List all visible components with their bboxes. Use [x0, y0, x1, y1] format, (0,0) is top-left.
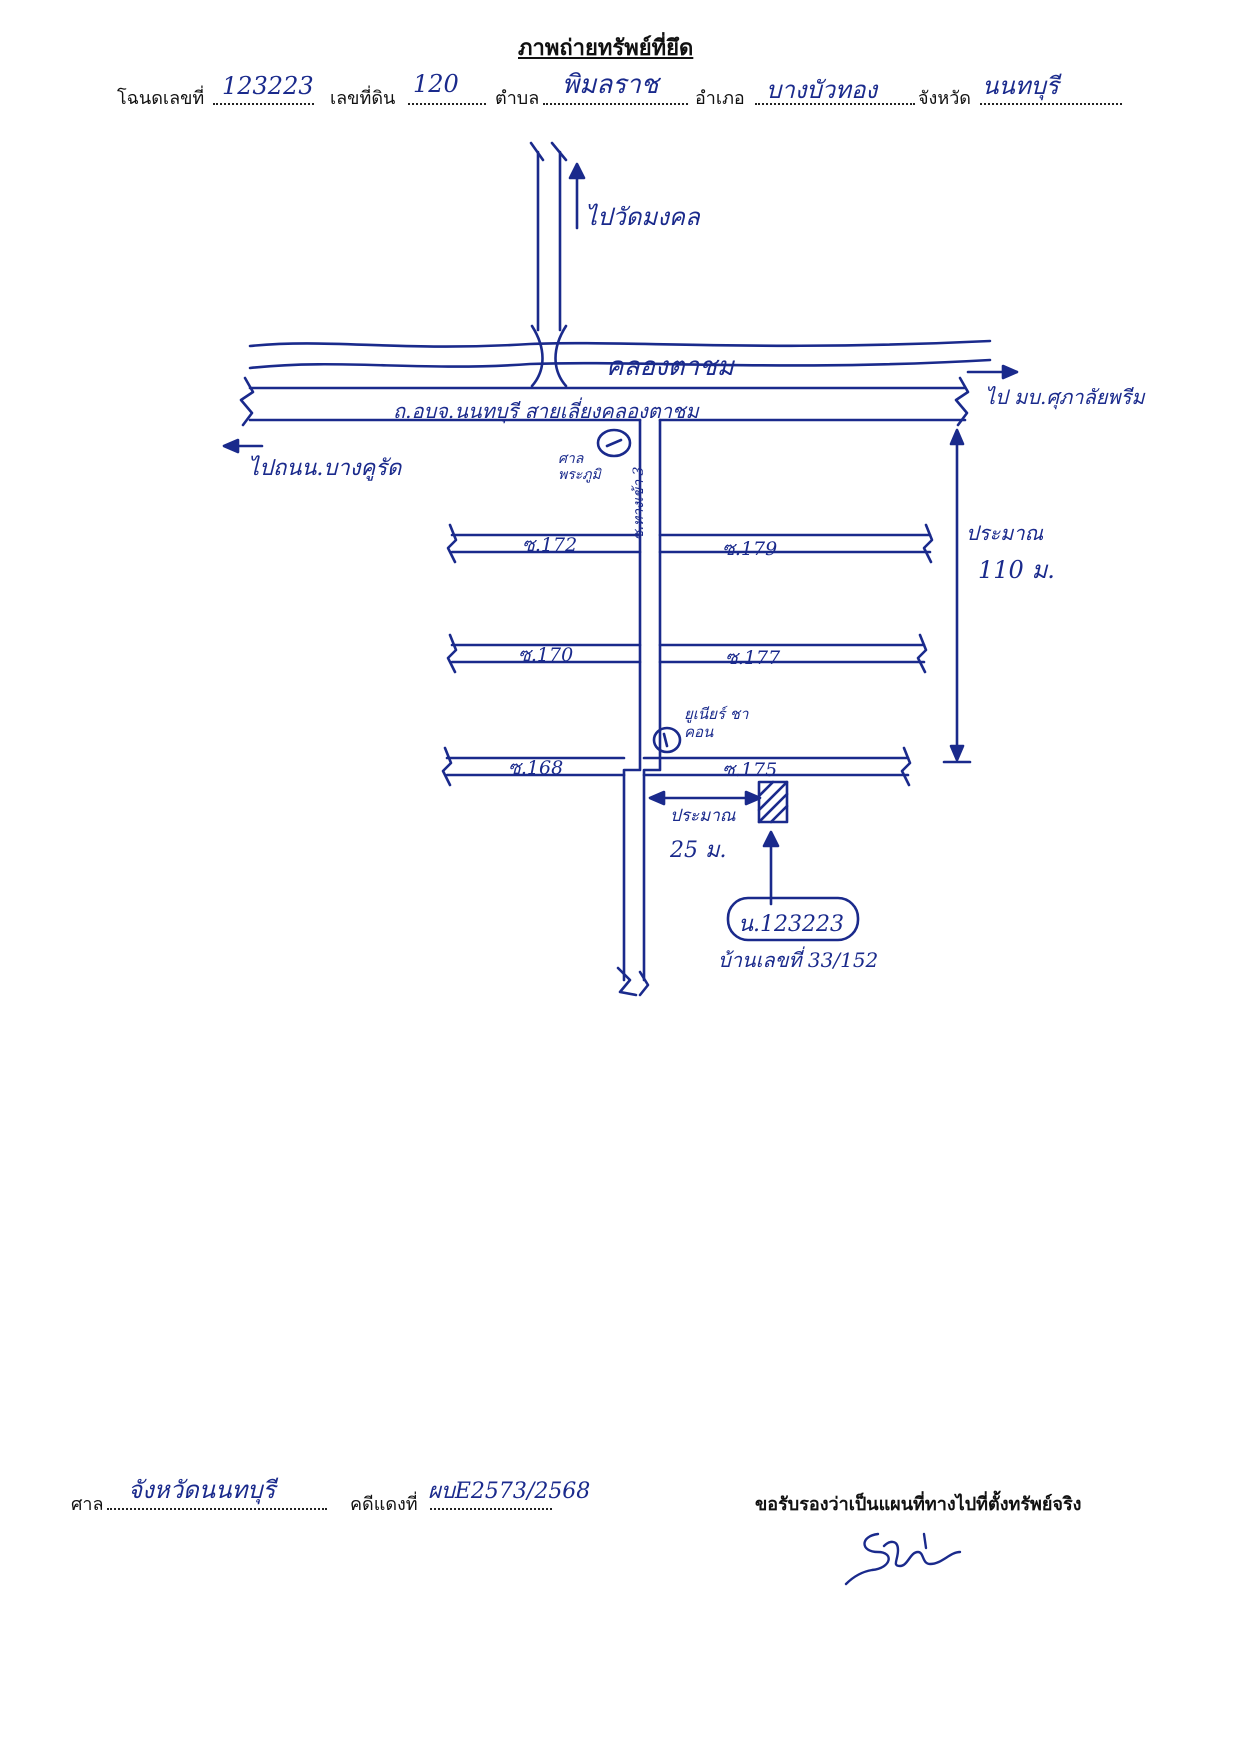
province-value: นนทบุรี	[982, 72, 1059, 100]
distance-long-label: ประมาณ	[966, 521, 1044, 545]
land-no-value: 120	[413, 70, 459, 98]
distance-long-value: 110 ม.	[978, 556, 1055, 584]
to-right-label: ไป มบ.ศุภาลัยพรีม	[985, 385, 1145, 409]
canal	[248, 324, 992, 388]
cross-soi-172-179	[446, 523, 934, 564]
soi-168-label: ซ.168	[508, 757, 564, 779]
deed-no-value: 123223	[222, 72, 314, 100]
subdistrict-label: ตำบล	[495, 88, 540, 109]
document-title: ภาพถ่ายทรัพย์ที่ยึด	[518, 36, 694, 61]
canal-label: คลองตาชม	[606, 352, 734, 382]
soi-entry-road	[616, 418, 662, 997]
plot-label-oval	[726, 896, 860, 942]
cross-soi-168-175	[441, 746, 912, 787]
route-map	[222, 141, 1019, 997]
land-no-dots	[408, 103, 486, 105]
distance-short-label: ประมาณ	[670, 806, 736, 826]
district-dots	[755, 103, 915, 105]
plot-pointer-icon	[762, 830, 780, 906]
soi-entry-label: ซ.ทางเข้า 3	[631, 466, 647, 540]
case-dots	[430, 1508, 552, 1510]
right-arrow-icon	[966, 364, 1019, 380]
district-value: บางบัวทอง	[766, 76, 878, 104]
to-left-label: ไปถนน.บางคูรัด	[248, 456, 402, 481]
deed-no-dots	[213, 103, 314, 105]
shrine-marker-icon	[596, 428, 632, 458]
case-label: คดีแดงที่	[350, 1494, 418, 1515]
land-no-label: เลขที่ดิน	[330, 88, 396, 109]
court-label: ศาล	[71, 1494, 104, 1515]
court-dots	[107, 1508, 327, 1510]
shrine-label: ศาลพระภูมิ	[558, 451, 601, 483]
province-dots	[980, 103, 1122, 105]
cross-soi-170-177	[446, 633, 928, 674]
soi-170-label: ซ.170	[518, 644, 574, 666]
landmark-label: ยูเนียร์ ชาคอน	[684, 705, 749, 741]
landmark-marker-icon	[652, 726, 682, 754]
north-arrow-icon	[568, 162, 586, 230]
case-value: ผบE2573/2568	[428, 1479, 591, 1504]
deed-no-label: โฉนดเลขที่	[117, 88, 205, 109]
left-arrow-icon	[222, 438, 264, 454]
plot-box	[757, 780, 789, 824]
distance-25m-arrow	[648, 790, 762, 806]
subdistrict-dots	[543, 103, 688, 105]
soi-172-label: ซ.172	[522, 534, 578, 556]
subdistrict-value: พิมลราช	[562, 70, 659, 100]
main-road-label: ถ.อบจ.นนทบุรี สายเลี่ยงคลองตาชม	[393, 399, 699, 423]
court-value: จังหวัดนนทบุรี	[128, 1476, 276, 1504]
district-label: อำเภอ	[695, 88, 745, 109]
to-temple-label: ไปวัดมงคล	[585, 203, 700, 231]
soi-179-label: ซ.179	[722, 538, 778, 560]
province-label: จังหวัด	[918, 88, 971, 109]
certify-text: ขอรับรองว่าเป็นแผนที่ทางไปที่ตั้งทรัพย์จ…	[755, 1494, 1082, 1515]
soi-177-label: ซ.177	[725, 647, 781, 669]
main-road	[239, 376, 970, 427]
distance-short-value: 25 ม.	[670, 838, 727, 863]
plot-label: น.123223	[738, 912, 845, 937]
distance-110m-arrow	[942, 428, 972, 764]
north-road	[529, 141, 568, 332]
soi-175-label: ซ.175	[722, 759, 778, 781]
house-no-label: บ้านเลขที่ 33/152	[718, 948, 879, 972]
signature	[844, 1532, 962, 1586]
